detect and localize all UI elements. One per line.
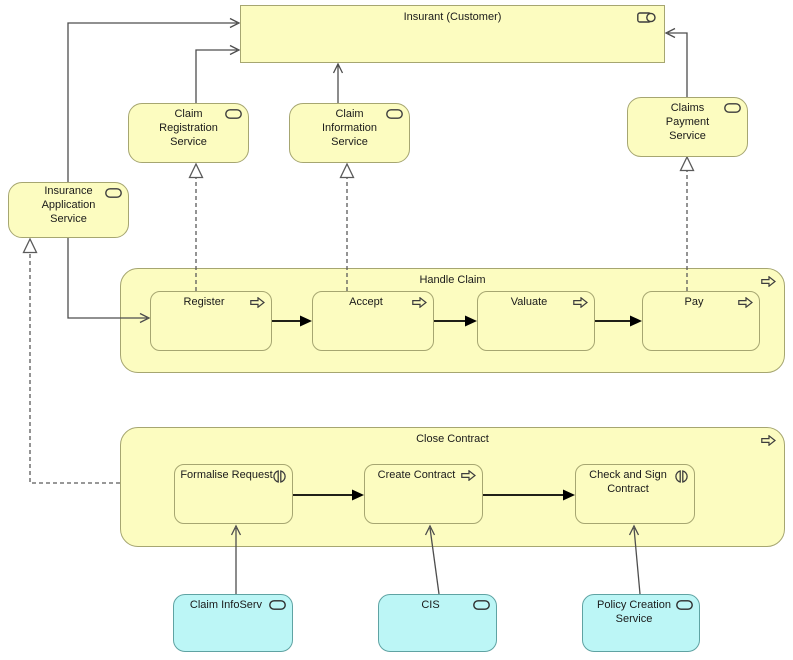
arrowhead-open — [664, 27, 676, 39]
node-register[interactable]: Register — [150, 291, 272, 351]
interaction-icon — [273, 470, 286, 483]
service-icon — [105, 188, 122, 198]
node-claim-information-service[interactable]: Claim Information Service — [289, 103, 410, 163]
node-label: Claim Registration Service — [159, 108, 218, 148]
process-icon — [461, 470, 476, 481]
serving-cis-to-create-contract[interactable] — [429, 527, 440, 595]
process-icon — [761, 435, 776, 446]
realization-close-contract-to-insurance-application[interactable] — [29, 253, 120, 484]
process-icon — [573, 297, 588, 308]
container-title: Close Contract — [416, 433, 489, 445]
node-label: Claim InfoServ — [189, 599, 263, 611]
arrowhead-open — [332, 62, 344, 74]
arrowhead-filled — [630, 315, 642, 327]
interaction-icon — [675, 470, 688, 483]
arrowhead-open — [139, 312, 151, 324]
node-label: Create Contract — [377, 469, 456, 481]
node-label: Policy Creation Service — [597, 599, 671, 625]
node-insurance-application-service[interactable]: Insurance Application Service — [8, 182, 129, 238]
node-formalise-request[interactable]: Formalise Request — [174, 464, 293, 524]
node-accept[interactable]: Accept — [312, 291, 434, 351]
arrowhead-open — [230, 524, 242, 536]
serving-policy-creation-to-check-sign[interactable] — [633, 527, 641, 595]
node-check-and-sign-contract[interactable]: Check and Sign Contract — [575, 464, 695, 524]
process-icon — [250, 297, 265, 308]
serving-insurance-application-to-insurant[interactable] — [67, 22, 237, 182]
service-icon — [225, 109, 242, 119]
node-valuate[interactable]: Valuate — [477, 291, 595, 351]
arrowhead-filled — [352, 489, 364, 501]
node-label: Insurant (Customer) — [403, 11, 502, 23]
service-icon — [724, 103, 741, 113]
process-icon — [738, 297, 753, 308]
arrowhead-hollow-triangle — [22, 237, 38, 254]
node-insurant-customer[interactable]: Insurant (Customer) — [240, 5, 665, 63]
node-label: Pay — [684, 296, 704, 308]
serving-claims-payment-to-insurant[interactable] — [668, 32, 688, 97]
node-claims-payment-service[interactable]: Claims Payment Service — [627, 97, 748, 157]
arrowhead-hollow-triangle — [679, 155, 695, 172]
node-create-contract[interactable]: Create Contract — [364, 464, 483, 524]
node-policy-creation-service[interactable]: Policy Creation Service — [582, 594, 700, 652]
node-label: Claims Payment Service — [665, 102, 710, 142]
service-icon — [473, 600, 490, 610]
serving-claim-registration-to-insurant[interactable] — [195, 49, 237, 103]
service-icon — [269, 600, 286, 610]
node-claim-registration-service[interactable]: Claim Registration Service — [128, 103, 249, 163]
node-label: Insurance Application Service — [41, 185, 96, 225]
arrowhead-open — [229, 17, 241, 29]
arrowhead-filled — [563, 489, 575, 501]
process-icon — [761, 276, 776, 287]
arrowhead-filled — [300, 315, 312, 327]
node-claim-infoserv[interactable]: Claim InfoServ — [173, 594, 293, 652]
node-label: CIS — [421, 599, 440, 611]
serving-insurance-application-to-register[interactable] — [67, 238, 147, 319]
arrowhead-hollow-triangle — [188, 162, 204, 179]
node-label: Register — [183, 296, 225, 308]
arrowhead-open — [229, 44, 241, 56]
arrowhead-open — [424, 524, 436, 536]
role-icon — [637, 12, 656, 23]
node-label: Claim Information Service — [321, 108, 378, 148]
node-pay[interactable]: Pay — [642, 291, 760, 351]
node-cis[interactable]: CIS — [378, 594, 497, 652]
service-icon — [676, 600, 693, 610]
node-label: Formalise Request — [180, 469, 273, 481]
arrowhead-open — [628, 524, 640, 536]
arrowhead-hollow-triangle — [339, 162, 355, 179]
node-label: Check and Sign Contract — [589, 469, 667, 495]
service-icon — [386, 109, 403, 119]
node-label: Valuate — [510, 296, 548, 308]
container-title: Handle Claim — [419, 274, 486, 286]
arrowhead-filled — [465, 315, 477, 327]
process-icon — [412, 297, 427, 308]
node-label: Accept — [349, 296, 383, 308]
